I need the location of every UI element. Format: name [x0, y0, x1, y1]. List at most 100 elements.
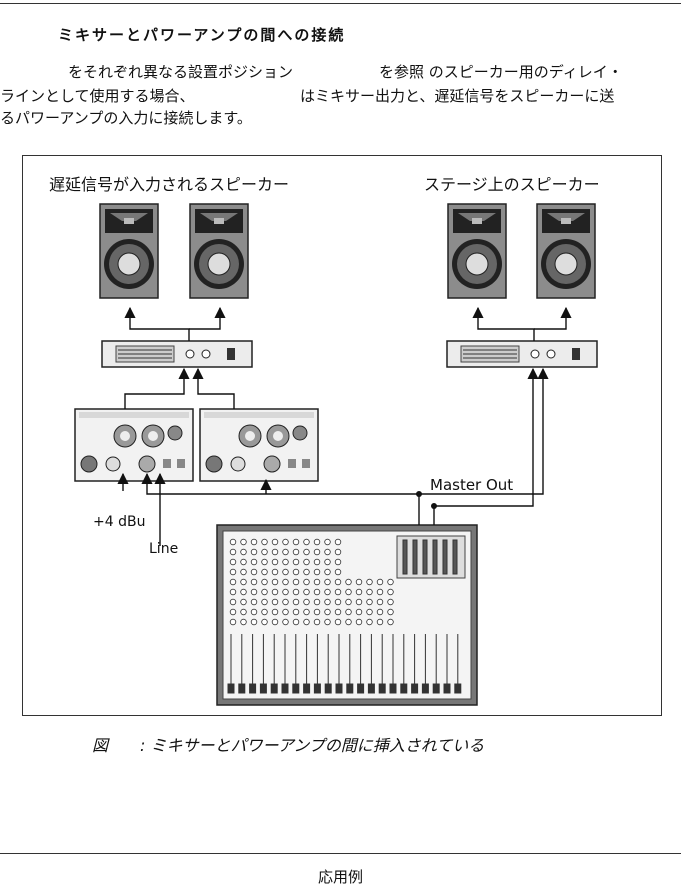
- mixer-fader-cap: [259, 683, 267, 694]
- mixer-fader-cap: [454, 683, 462, 694]
- delay-device-1: [74, 408, 194, 482]
- mixer-knob: [376, 598, 384, 606]
- mixer-knob: [271, 538, 279, 546]
- mixer-knob: [282, 538, 289, 546]
- mixer-knob: [250, 538, 258, 546]
- mixer-knob: [261, 558, 268, 566]
- mixer-fader-cap: [238, 683, 246, 694]
- mixer-knob: [261, 618, 268, 626]
- label-line: Line: [149, 541, 178, 557]
- wiring-devices-to-delay-amp: [124, 367, 235, 409]
- mixer-knob: [303, 588, 310, 596]
- mixer-fader-cap: [346, 683, 354, 694]
- mixer-knob: [313, 608, 321, 616]
- stage-speaker-right: [536, 203, 596, 299]
- mixer-knob: [313, 598, 321, 606]
- mixer-knob: [229, 538, 237, 546]
- mixer-knob: [387, 608, 394, 616]
- mixer-fader-cap: [421, 683, 429, 694]
- mixer-knob: [313, 578, 321, 586]
- mixer-knob: [366, 598, 373, 606]
- mixer-knob: [355, 618, 363, 626]
- mixer-knob: [240, 598, 247, 606]
- mixer-knob: [303, 598, 310, 606]
- mixer-knob: [334, 608, 342, 616]
- mixer-knob: [240, 558, 247, 566]
- mixer-knob: [324, 598, 331, 606]
- mixer-knob: [303, 558, 310, 566]
- mixer-fader-cap: [357, 683, 365, 694]
- mixer-fader-cap: [411, 683, 419, 694]
- mixer-knob: [324, 538, 331, 546]
- mixer-fader-cap: [378, 683, 386, 694]
- figure-caption-prefix: 図: [92, 736, 109, 755]
- mixer-knob: [271, 588, 279, 596]
- mixer-knob: [303, 568, 310, 576]
- mixer-knob: [313, 618, 321, 626]
- mixer-fader-cap: [389, 683, 397, 694]
- mixer-knob: [345, 578, 352, 586]
- mixer-knob: [292, 568, 300, 576]
- mixer-knob: [229, 618, 237, 626]
- mixer-knob: [229, 588, 237, 596]
- mixer-meter: [412, 539, 418, 575]
- mixer-knob: [261, 598, 268, 606]
- mixer-meter: [422, 539, 428, 575]
- mixer-meter: [432, 539, 438, 575]
- mixer-fader-cap: [313, 683, 321, 694]
- mixer-knob: [229, 568, 237, 576]
- mixer-knob: [250, 618, 258, 626]
- mixer-fader-cap: [367, 683, 375, 694]
- mixer-knob: [313, 558, 321, 566]
- mixer-knob: [261, 568, 268, 576]
- mixer-fader-cap: [335, 683, 343, 694]
- figure-frame: 遅延信号が入力されるスピーカー ステージ上のスピーカー: [22, 155, 662, 716]
- mixer-knob: [324, 608, 331, 616]
- mixer-knob: [250, 608, 258, 616]
- power-amp-delay: [101, 340, 253, 368]
- mixer-fader-cap: [249, 683, 257, 694]
- mixer-knob: [303, 618, 310, 626]
- mixer-knob: [271, 608, 279, 616]
- mixer-fader-cap: [292, 683, 300, 694]
- mixer-knob: [240, 548, 247, 556]
- mixer-knob: [387, 588, 394, 596]
- mixer-knob: [271, 598, 279, 606]
- mixer-knob: [292, 548, 300, 556]
- mixer-knob: [261, 578, 268, 586]
- footer-section-name: 応用例: [317, 868, 363, 886]
- mixer-knob: [250, 578, 258, 586]
- mixer-knob: [355, 608, 363, 616]
- top-rule: [0, 3, 681, 4]
- mixer-knob: [292, 618, 300, 626]
- mixer-knob: [292, 608, 300, 616]
- mixer-knob: [250, 588, 258, 596]
- bottom-rule: [0, 853, 681, 854]
- mixer-knob: [376, 588, 384, 596]
- mixer-fader-cap: [303, 683, 311, 694]
- mixer-knob: [261, 538, 268, 546]
- mixer-knob: [366, 608, 373, 616]
- mixer-knob: [240, 618, 247, 626]
- mixer-knob: [240, 588, 247, 596]
- mixer-knob: [303, 538, 310, 546]
- label-stage-speakers: ステージ上のスピーカー: [424, 175, 600, 194]
- mixer-knob: [282, 548, 289, 556]
- mixer-fader-cap: [281, 683, 289, 694]
- mixer-knob: [240, 578, 247, 586]
- mixer-knob: [334, 618, 342, 626]
- mixer-knob: [324, 558, 331, 566]
- mixer-knob: [387, 598, 394, 606]
- mixer-knob: [240, 538, 247, 546]
- mixer-knob: [292, 588, 300, 596]
- label-master-out: Master Out: [430, 476, 513, 494]
- mixer-knob: [261, 548, 268, 556]
- mixer-knob: [261, 608, 268, 616]
- mixer-knob: [355, 588, 363, 596]
- mixer-knob: [324, 578, 331, 586]
- mixer-knob: [261, 588, 268, 596]
- mixer-knob: [345, 588, 352, 596]
- mixer-knob: [250, 598, 258, 606]
- wiring-amp-to-stage-speakers: [472, 306, 572, 341]
- mixer-fader-cap: [432, 683, 440, 694]
